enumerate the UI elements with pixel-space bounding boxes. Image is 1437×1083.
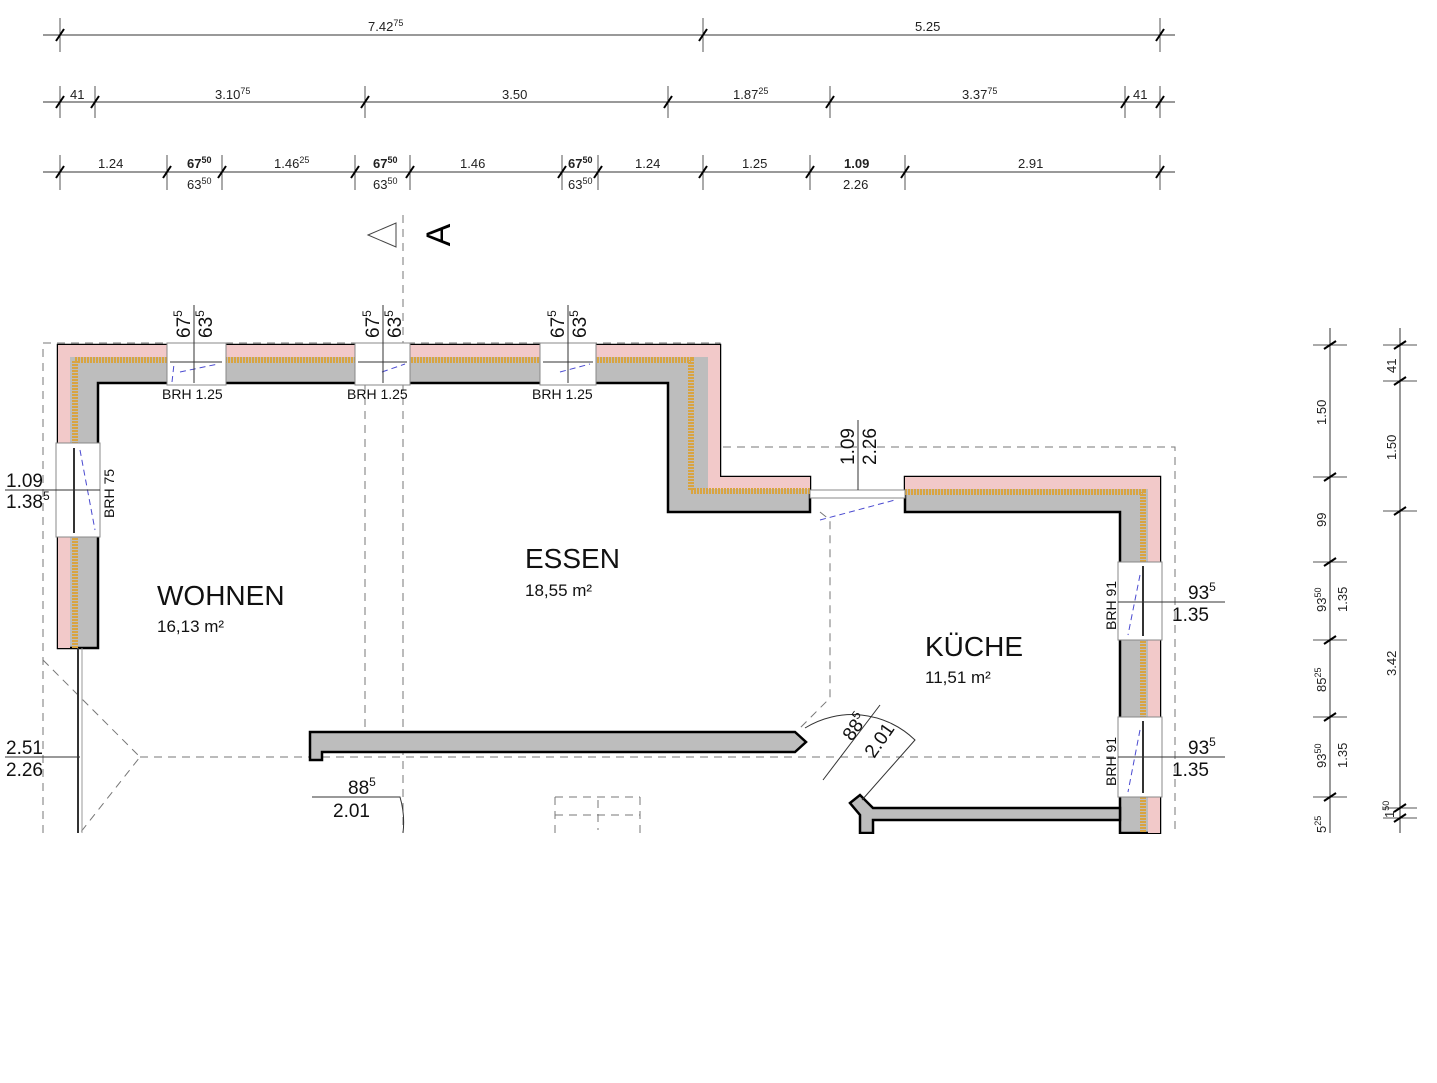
dimension-label: 1.09 [844,156,869,171]
dimension-chain-right-2: 41 1.50 3.42 150 [1381,328,1417,833]
door-height: 2.01 [333,801,370,822]
window-height: 635 [382,310,406,338]
dimension-label: 1.24 [98,156,123,171]
window-east-1 [1117,561,1163,641]
section-marker-a: A [366,215,458,833]
dimension-label: 6350 [373,176,397,192]
room-name: WOHNEN [157,580,285,611]
section-label: A [420,223,458,246]
dimension-row-walls: 41 3.1075 3.50 1.8725 3.3775 41 [43,86,1175,118]
door-height: 2.01 [861,720,899,762]
window-sill-height: BRH 1.25 [347,386,408,402]
dimension-label: 9350 [1313,744,1329,768]
window-north-1 [166,342,227,386]
dimension-label: 9350 [1313,588,1329,612]
window-width: 675 [545,310,569,338]
dimension-label: 2.91 [1018,156,1043,171]
window-sill-height: BRH 91 [1103,581,1119,630]
dimension-label: 6350 [187,176,211,192]
door-swings [312,704,916,834]
dimension-label: 1.24 [635,156,660,171]
blank-area [0,834,1437,1083]
dimension-label: 1.50 [1314,400,1329,425]
dimension-label: 150 [1381,801,1397,818]
dimension-label: 1.4625 [274,155,309,171]
window-sill-height: BRH 91 [1103,737,1119,786]
dimension-label: 1.50 [1384,435,1399,460]
interior-wall-kitchen [848,793,1122,835]
window-height: 635 [193,310,217,338]
dimension-label: 5.25 [915,19,940,34]
opening-width: 1.09 [838,428,859,465]
dimension-label: 6750 [568,155,592,171]
dimension-chain-right-1: 1.50 99 9350 1.35 8525 9350 1.35 525 [1313,328,1350,833]
room-area: 18,55 m² [525,581,592,600]
dimension-label: 6750 [187,155,211,171]
window-height: 1.35 [1172,760,1209,781]
dimension-label: 525 [1313,816,1329,833]
dimension-label: 41 [1384,359,1399,373]
window-height: 635 [567,310,591,338]
window-width: 935 [1188,580,1216,604]
section-arrow-icon [366,222,397,248]
door-width: 885 [348,775,376,799]
window-width: 935 [1188,735,1216,759]
dimension-label: 8525 [1313,668,1329,692]
room-name: KÜCHE [925,631,1023,662]
window-width: 1.09 [6,471,43,492]
door-width: 885 [836,708,872,745]
dimension-row-overall: 7.4275 5.25 [43,18,1175,52]
window-width: 675 [360,310,384,338]
window-sill-height: BRH 1.25 [162,386,223,402]
dimension-label: 3.42 [1384,651,1399,676]
dimension-label: 2.26 [843,177,868,192]
dimension-label: 3.1075 [215,86,250,102]
room-area: 16,13 m² [157,617,224,636]
window-sill-height: BRH 75 [101,469,117,518]
room-essen: ESSEN 18,55 m² [525,543,620,600]
door-width: 2.51 [6,738,43,759]
window-height: 1.385 [6,489,50,513]
dimension-label: 1.25 [742,156,767,171]
dimension-label: 3.3775 [962,86,997,102]
window-sill-height: BRH 1.25 [532,386,593,402]
kitchen-opening [809,489,906,499]
room-kueche: KÜCHE 11,51 m² [925,631,1023,687]
dimension-label: 6350 [568,176,592,192]
room-wohnen: WOHNEN 16,13 m² [157,580,285,636]
dimension-label: 99 [1314,513,1329,527]
dimension-label: 1.35 [1335,587,1350,612]
window-width: 675 [171,310,195,338]
dimension-label: 1.8725 [733,86,768,102]
room-area: 11,51 m² [925,668,991,687]
dimension-label: 7.4275 [368,18,403,34]
dimension-label: 41 [1133,87,1147,102]
opening-height: 2.26 [860,428,881,465]
dimension-label: 3.50 [502,87,527,102]
dimension-row-openings: 1.24 6750 1.4625 6750 1.46 6750 1.24 1.2… [43,155,1175,192]
opening-labels: 675 635 BRH 1.25 675 635 BRH 1.25 675 63… [5,305,1225,822]
dimension-label: 1.46 [460,156,485,171]
window-height: 1.35 [1172,605,1209,626]
dimension-label: 1.35 [1335,743,1350,768]
room-name: ESSEN [525,543,620,574]
door-height: 2.26 [6,760,43,781]
interior-wall [308,730,808,762]
dimension-label: 6750 [373,155,397,171]
dimension-label: 41 [70,87,84,102]
